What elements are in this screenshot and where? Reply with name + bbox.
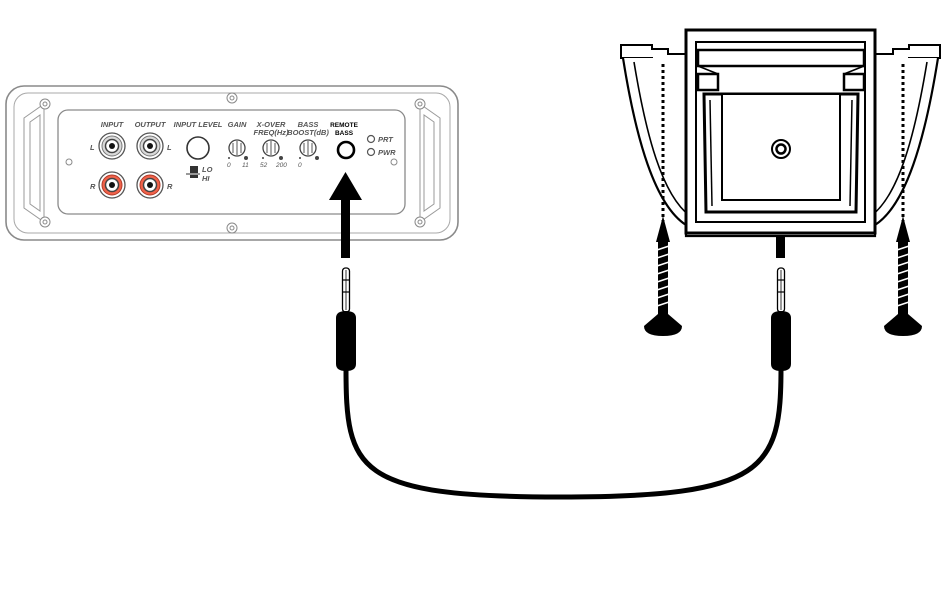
tick-gain-min: 0	[227, 162, 231, 169]
tick-gain-max: 11	[242, 162, 249, 169]
xover-knob[interactable]	[263, 140, 279, 156]
prt-led	[368, 136, 375, 143]
remote-bass-knob-housing	[621, 30, 940, 240]
label-output-l: L	[167, 143, 172, 152]
label-output-r: R	[167, 182, 173, 191]
input-level-button[interactable]	[187, 137, 209, 159]
label-gain: GAIN	[228, 120, 247, 129]
screw-right	[884, 216, 922, 336]
cable-wire	[346, 368, 781, 497]
label-remote-1: REMOTE	[330, 122, 358, 129]
label-input-l: L	[90, 143, 95, 152]
label-lo: LO	[202, 165, 213, 174]
remote-cable	[336, 268, 791, 497]
housing-slot-left	[698, 74, 718, 90]
label-output: OUTPUT	[135, 120, 167, 129]
label-input: INPUT	[101, 120, 125, 129]
rca-input-right[interactable]	[99, 172, 125, 198]
label-bass-2: BOOST(dB)	[287, 128, 329, 137]
tick-bass-min: 0	[298, 162, 302, 169]
cable-plug-left	[336, 268, 356, 371]
label-prt: PRT	[378, 135, 394, 144]
rca-output-right[interactable]	[137, 172, 163, 198]
tick-xover-max: 200	[275, 162, 287, 169]
rca-output-left[interactable]	[137, 133, 163, 159]
remote-bass-jack[interactable]	[338, 142, 354, 158]
rca-input-left[interactable]	[99, 133, 125, 159]
tick-xover-min: 52	[260, 162, 268, 169]
remote-jack[interactable]	[772, 140, 790, 158]
cable-plug-right	[771, 268, 791, 371]
housing-slot-right	[844, 74, 864, 90]
gain-knob[interactable]	[229, 140, 245, 156]
label-remote-2: BASS	[335, 130, 354, 137]
label-input-level: INPUT LEVEL	[174, 120, 223, 129]
housing-top-bar	[698, 50, 864, 66]
label-input-r: R	[90, 182, 96, 191]
pwr-led	[368, 149, 375, 156]
screw-left	[644, 216, 682, 336]
label-xover-2: FREQ(Hz)	[254, 128, 289, 137]
label-pwr: PWR	[378, 148, 396, 157]
bass-boost-knob[interactable]	[300, 140, 316, 156]
amplifier: INPUT OUTPUT INPUT LEVEL GAIN X-OVER FRE…	[6, 86, 458, 240]
label-hi: HI	[202, 174, 210, 183]
